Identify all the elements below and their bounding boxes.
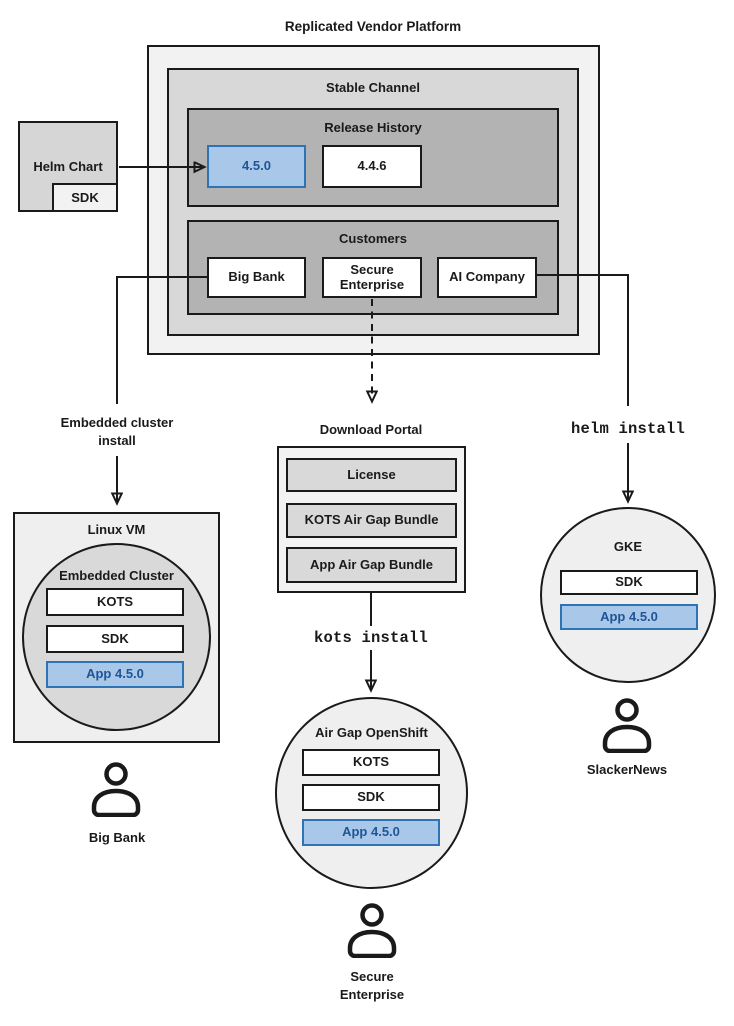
slackernews-user-icon: [601, 698, 653, 753]
helm-install-label: helm install: [570, 420, 686, 438]
kots-install-label: kots install: [313, 629, 429, 647]
gke-circle: GKE SDK App 4.5.0: [540, 507, 716, 683]
air-gap-openshift-circle: Air Gap OpenShift KOTS SDK App 4.5.0: [275, 697, 468, 889]
secure-enterprise-user-icon: [346, 903, 398, 958]
big-bank-user-icon: [90, 762, 142, 817]
diagram-title: Replicated Vendor Platform: [284, 19, 462, 34]
slackernews-persona-label: SlackerNews: [586, 762, 668, 777]
replicated-vendor-platform-box: Stable Channel Release History 4.5.0 4.4…: [147, 45, 600, 355]
gke-app-box: App 4.5.0: [560, 604, 698, 630]
gke-label: GKE: [613, 539, 643, 554]
embedded-sdk-box: SDK: [46, 625, 184, 653]
customers-box: Customers Big Bank Secure Enterprise AI …: [187, 220, 559, 315]
embedded-cluster-circle: Embedded Cluster KOTS SDK App 4.5.0: [22, 543, 211, 731]
release-4-5-0: 4.5.0: [207, 145, 306, 188]
secure-enterprise-persona-label: Secure Enterprise: [339, 969, 405, 1002]
app-air-gap-bundle-box: App Air Gap Bundle: [286, 547, 457, 583]
embedded-kots-box: KOTS: [46, 588, 184, 616]
air-gap-openshift-label: Air Gap OpenShift: [315, 725, 428, 740]
stable-channel-box: Stable Channel Release History 4.5.0 4.4…: [167, 68, 579, 336]
openshift-app-box: App 4.5.0: [302, 819, 440, 846]
stable-channel-label: Stable Channel: [326, 80, 420, 95]
release-4-4-6: 4.4.6: [322, 145, 422, 188]
linux-vm-box: Linux VM Embedded Cluster KOTS SDK App 4…: [13, 512, 220, 743]
openshift-kots-box: KOTS: [302, 749, 440, 776]
download-portal-label: Download Portal: [319, 422, 423, 437]
helm-chart-box: Helm Chart SDK: [18, 121, 118, 212]
customer-ai-company: AI Company: [437, 257, 537, 298]
license-box: License: [286, 458, 457, 492]
kots-air-gap-bundle-box: KOTS Air Gap Bundle: [286, 503, 457, 538]
customer-big-bank: Big Bank: [207, 257, 306, 298]
release-history-box: Release History 4.5.0 4.4.6: [187, 108, 559, 207]
helm-chart-label: Helm Chart: [33, 159, 103, 174]
linux-vm-label: Linux VM: [87, 522, 146, 537]
customer-secure-enterprise: Secure Enterprise: [322, 257, 422, 298]
customers-label: Customers: [339, 231, 407, 246]
gke-sdk-box: SDK: [560, 570, 698, 595]
embedded-cluster-label: Embedded Cluster: [59, 568, 174, 583]
big-bank-persona-label: Big Bank: [88, 830, 146, 845]
download-portal-box: License KOTS Air Gap Bundle App Air Gap …: [277, 446, 466, 593]
openshift-sdk-box: SDK: [302, 784, 440, 811]
embedded-cluster-install-label: Embedded cluster install: [60, 415, 174, 449]
helm-sdk-box: SDK: [52, 183, 118, 212]
embedded-app-box: App 4.5.0: [46, 661, 184, 688]
release-history-label: Release History: [324, 120, 422, 135]
